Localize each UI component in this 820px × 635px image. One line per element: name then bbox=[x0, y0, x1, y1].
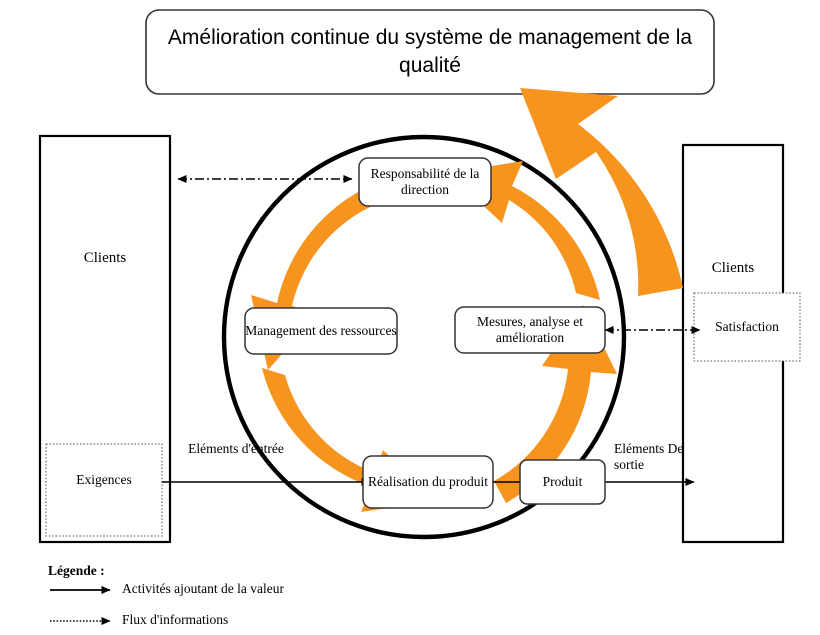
left-clients-panel bbox=[38, 134, 172, 544]
title-box-shape bbox=[145, 9, 715, 95]
right-clients-panel bbox=[681, 143, 801, 544]
box-realisation-produit bbox=[362, 455, 494, 509]
legend-heading: Légende : bbox=[48, 563, 105, 578]
legend-symbols bbox=[50, 586, 111, 625]
box-mesures-analyse bbox=[454, 306, 606, 354]
box-responsabilite bbox=[358, 157, 492, 207]
box-produit bbox=[519, 459, 606, 505]
information-flow-arrows bbox=[177, 175, 701, 334]
input-flow-label: Eléments d'entrée bbox=[188, 441, 284, 456]
process-node-shapes bbox=[244, 157, 606, 509]
legend-item-label-0: Activités ajoutant de la valeur bbox=[122, 581, 284, 596]
legend-item-label-1: Flux d'informations bbox=[122, 612, 229, 627]
process-cycle-circle bbox=[221, 134, 627, 540]
box-management-ressources bbox=[244, 307, 398, 355]
output-flow-label: Eléments De sortie bbox=[614, 441, 684, 473]
